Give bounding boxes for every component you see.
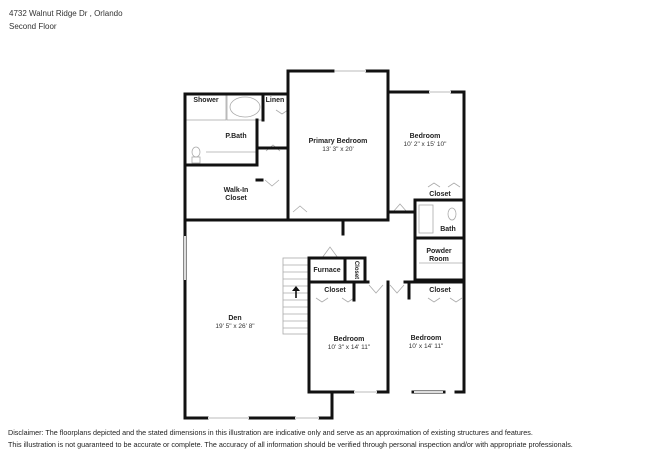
room-closet-small: Closet (353, 261, 359, 279)
disclaimer-line-2: This illustration is not guaranteed to b… (8, 440, 573, 449)
room-bedroom-3: Bedroom (411, 335, 442, 342)
room-primary-bedroom: Primary Bedroom (309, 138, 368, 145)
room-bath: Bath (440, 226, 456, 233)
room-closet-2: Closet (324, 287, 346, 294)
room-powder: Powder (426, 248, 452, 255)
room-furnace: Furnace (313, 267, 340, 274)
room-walkin-2: Closet (225, 195, 247, 202)
floor-label: Second Floor (9, 22, 57, 31)
room-shower: Shower (193, 97, 219, 104)
windows (184, 70, 451, 419)
room-closet-1: Closet (429, 191, 451, 198)
room-primary-dims: 13' 3" x 20' (322, 146, 354, 153)
room-closet-3: Closet (429, 287, 451, 294)
room-powder-2: Room (429, 256, 449, 263)
room-linen: Linen (266, 97, 285, 104)
room-den-dims: 19' 5" x 26' 8" (215, 323, 255, 330)
room-bedroom-3-dims: 10' x 14' 11" (409, 343, 444, 350)
fixtures (185, 93, 463, 335)
room-bedroom-2: Bedroom (334, 336, 365, 343)
walls (183, 69, 466, 420)
room-bedroom-1-dims: 10' 2" x 15' 10" (404, 141, 448, 148)
disclaimer-line-1: Disclaimer: The floorplans depicted and … (8, 428, 533, 437)
address-title: 4732 Walnut Ridge Dr , Orlando (9, 9, 123, 18)
room-bedroom-2-dims: 10' 3" x 14' 11" (328, 344, 371, 351)
room-pbath: P.Bath (225, 133, 246, 140)
room-bedroom-1: Bedroom (410, 133, 441, 140)
room-walkin: Walk-In (224, 187, 249, 194)
stair-arrow-icon (292, 286, 300, 298)
room-den: Den (228, 315, 241, 322)
